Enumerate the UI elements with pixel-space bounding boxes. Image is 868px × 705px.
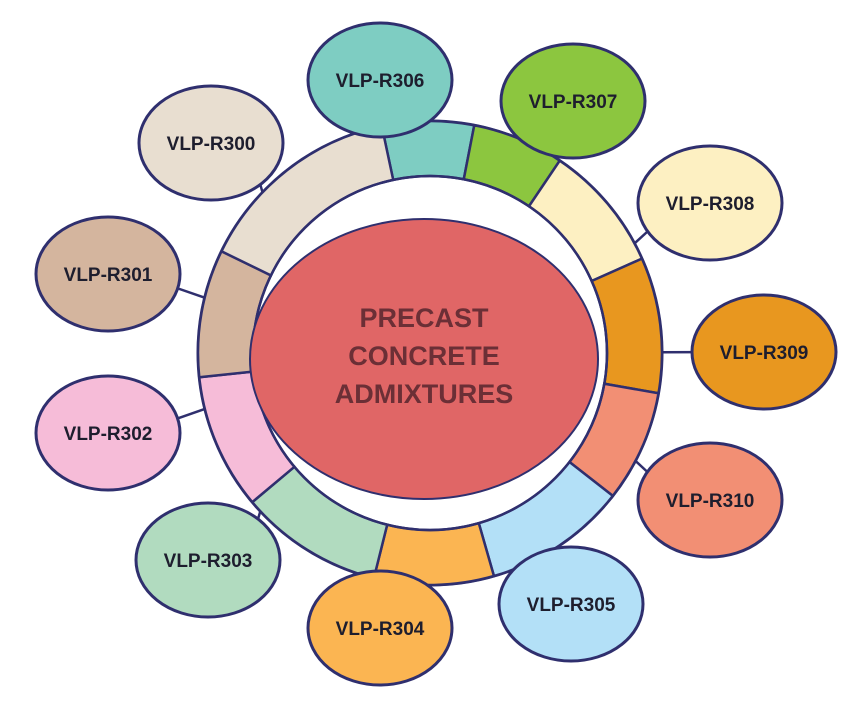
node-r301 bbox=[34, 215, 182, 333]
node-r307 bbox=[499, 42, 647, 160]
node-label-r307: VLP-R307 bbox=[529, 92, 618, 113]
node-label-r303: VLP-R303 bbox=[164, 551, 253, 572]
product-nodes: VLP-R306VLP-R307VLP-R308VLP-R309VLP-R310… bbox=[34, 21, 838, 687]
hub-line-2: CONCRETE bbox=[348, 341, 500, 371]
hub-line-1: PRECAST bbox=[359, 303, 489, 333]
node-r303 bbox=[134, 501, 282, 619]
node-label-r302: VLP-R302 bbox=[64, 424, 153, 445]
hub-circle bbox=[249, 218, 599, 500]
node-r309 bbox=[690, 293, 838, 411]
node-r310 bbox=[636, 441, 784, 559]
node-r308 bbox=[636, 144, 784, 262]
node-r306 bbox=[306, 21, 454, 139]
node-label-r301: VLP-R301 bbox=[64, 265, 153, 286]
node-r300 bbox=[137, 84, 285, 202]
node-label-r308: VLP-R308 bbox=[666, 194, 755, 215]
node-r302 bbox=[34, 374, 182, 492]
node-r305 bbox=[497, 545, 645, 663]
node-label-r306: VLP-R306 bbox=[336, 71, 425, 92]
node-label-r305: VLP-R305 bbox=[527, 595, 616, 616]
node-label-r304: VLP-R304 bbox=[336, 619, 425, 640]
node-label-r309: VLP-R309 bbox=[720, 343, 809, 364]
hub-line-3: ADMIXTURES bbox=[335, 379, 514, 409]
node-label-r300: VLP-R300 bbox=[167, 134, 256, 155]
node-label-r310: VLP-R310 bbox=[666, 491, 755, 512]
node-r304 bbox=[306, 569, 454, 687]
